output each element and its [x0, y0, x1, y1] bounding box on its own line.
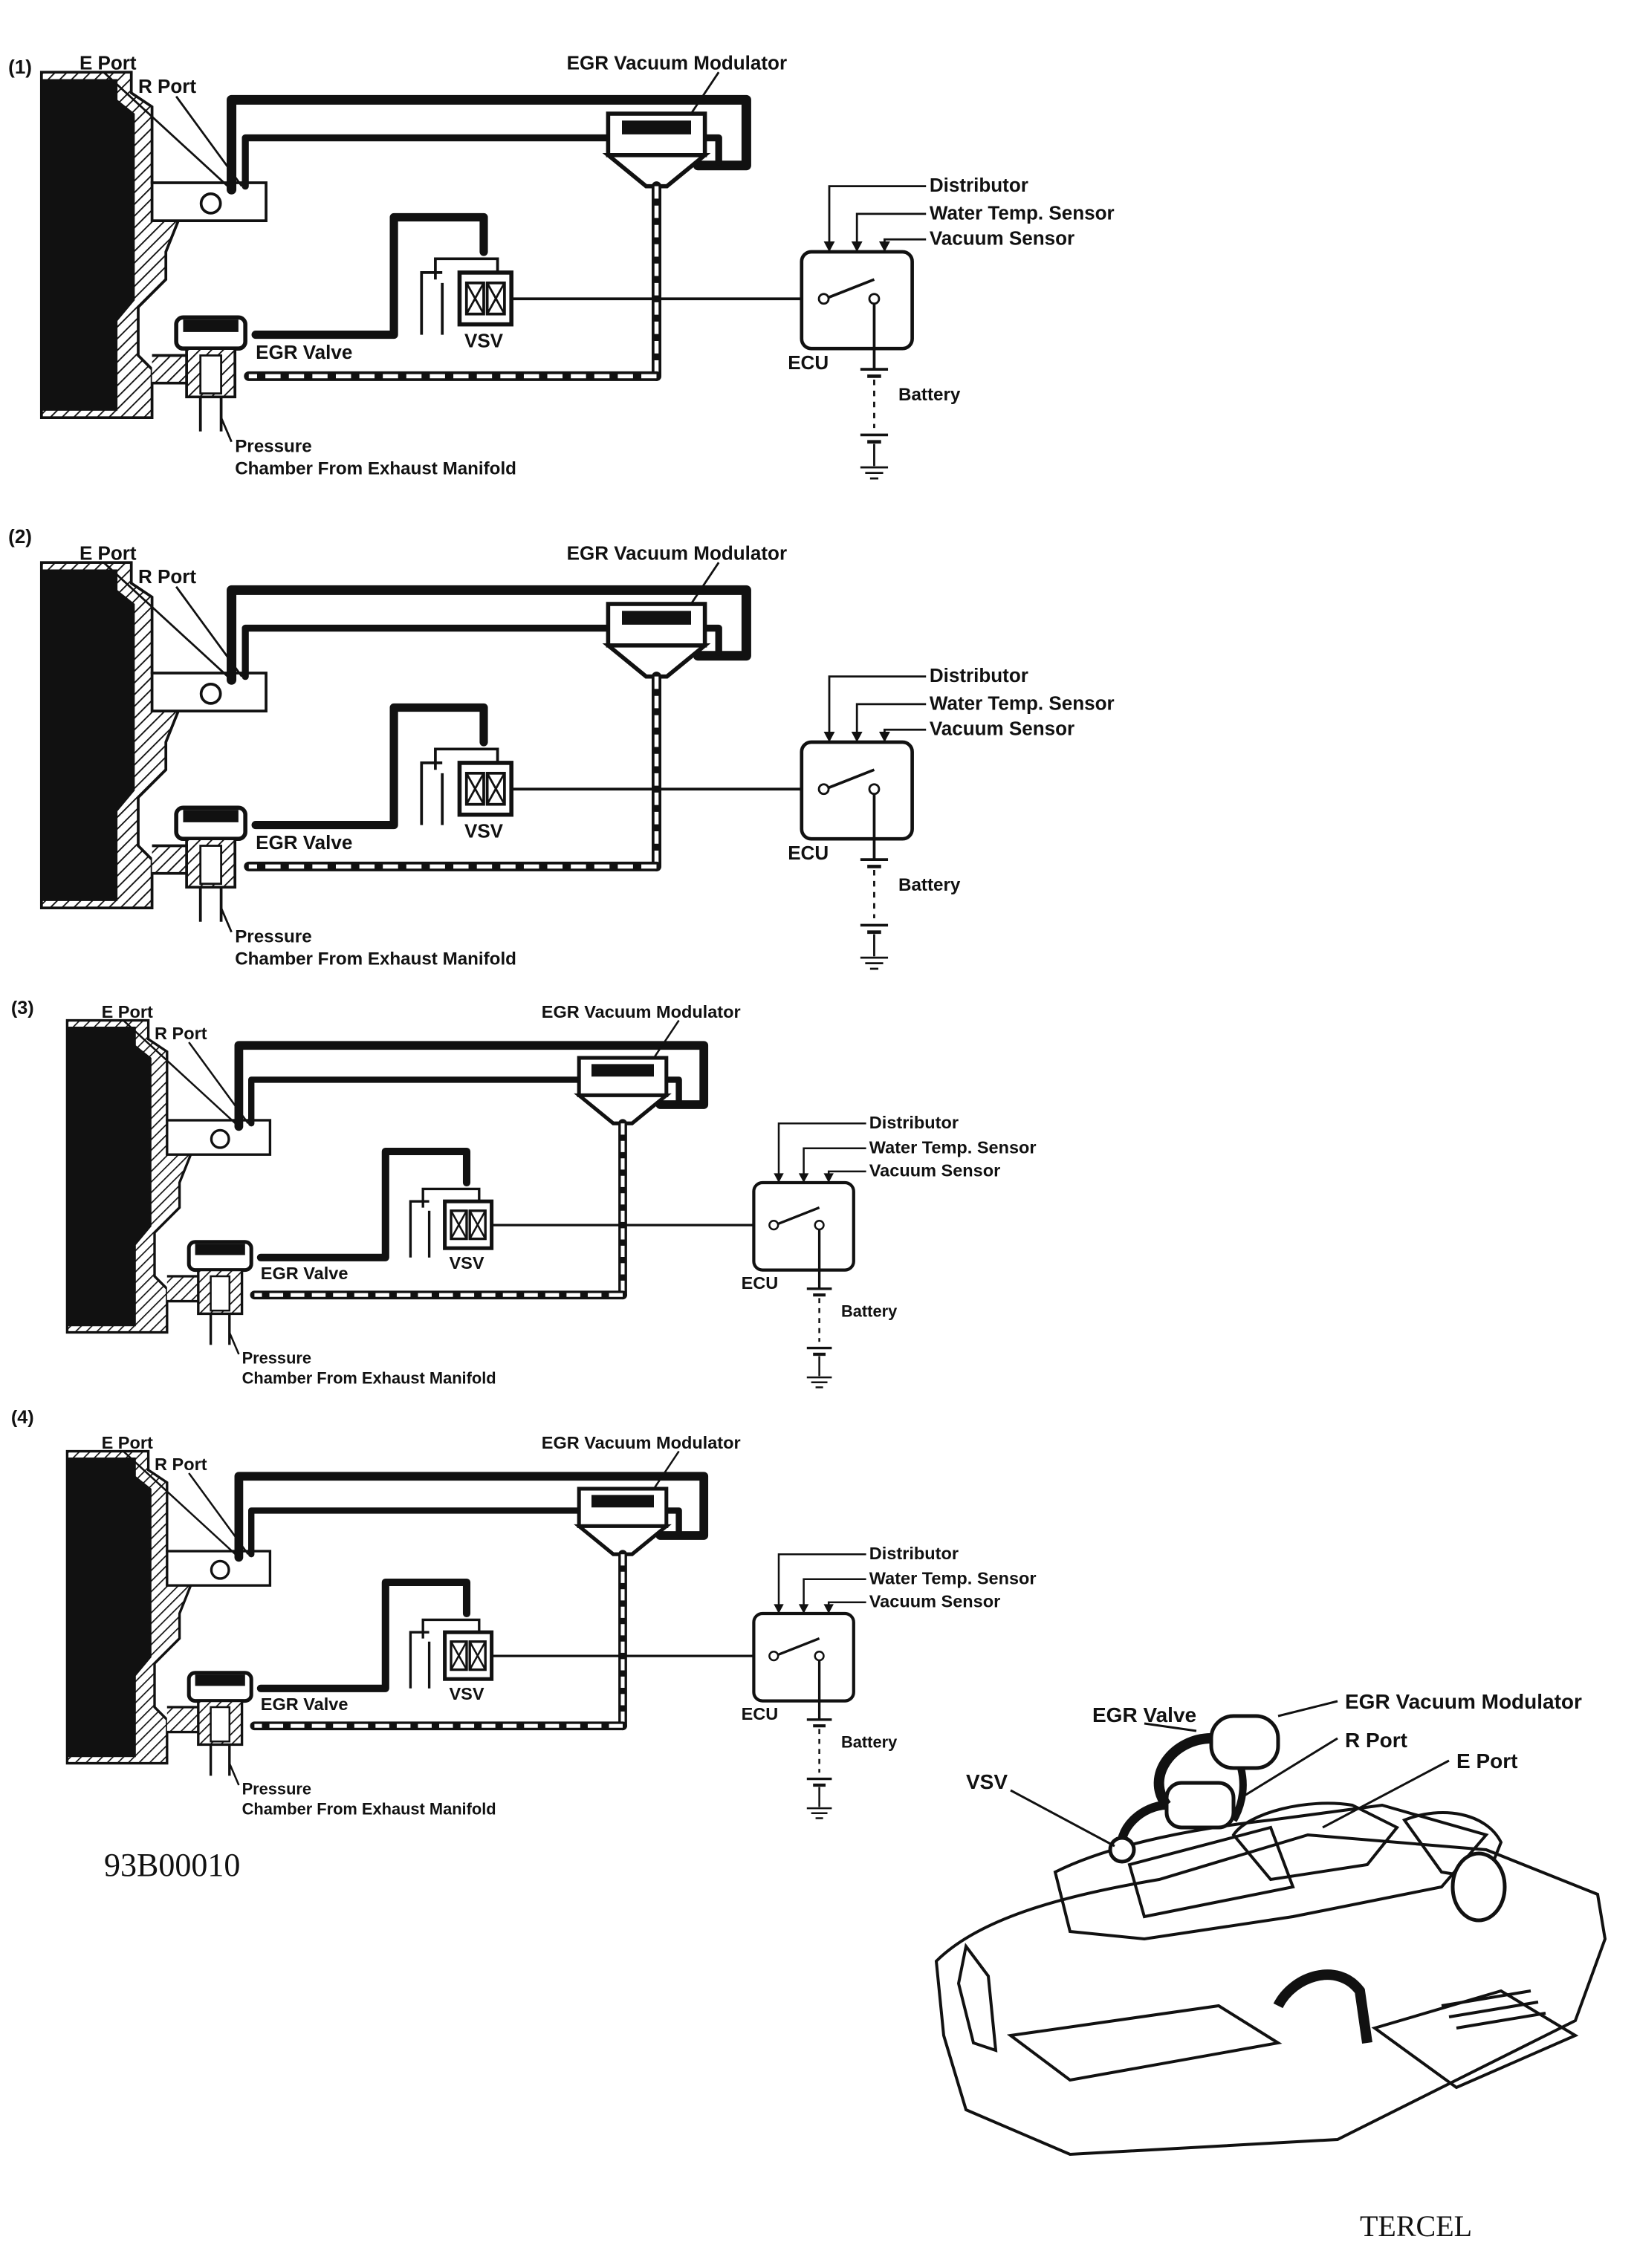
label-e-port: E Port [102, 1002, 153, 1021]
label-vacuum-sensor: Vacuum Sensor [930, 227, 1074, 250]
label-pressure-chamber: Chamber From Exhaust Manifold [242, 1368, 496, 1387]
label-battery: Battery [841, 1733, 898, 1752]
panel-2-schematic [42, 562, 926, 969]
engine-label-r-port: R Port [1345, 1729, 1407, 1752]
label-pressure-chamber: Chamber From Exhaust Manifold [235, 458, 516, 478]
panel-1: (1) E Port R Port EGR Vacuum Modulator E… [8, 51, 1115, 478]
label-egr-valve: EGR Valve [256, 341, 352, 363]
panel-4-schematic [67, 1452, 866, 1819]
panel-3-number: (3) [11, 998, 34, 1018]
label-r-port: R Port [138, 565, 196, 588]
engine-label-egr-valve: EGR Valve [1092, 1703, 1196, 1726]
label-r-port: R Port [155, 1024, 207, 1043]
label-vacuum-sensor: Vacuum Sensor [930, 718, 1074, 740]
label-distributor: Distributor [930, 174, 1028, 196]
engine-label-vsv: VSV [966, 1770, 1008, 1793]
engine-label-egr-modulator: EGR Vacuum Modulator [1345, 1690, 1582, 1713]
label-egr-modulator: EGR Vacuum Modulator [542, 1002, 741, 1021]
label-vacuum-sensor: Vacuum Sensor [869, 1592, 1000, 1611]
label-vsv: VSV [464, 329, 504, 351]
label-egr-modulator: EGR Vacuum Modulator [567, 51, 788, 74]
label-distributor: Distributor [930, 664, 1028, 686]
label-r-port: R Port [155, 1455, 207, 1474]
panel-2-number: (2) [8, 525, 32, 547]
label-vsv: VSV [449, 1253, 484, 1273]
label-battery: Battery [841, 1302, 898, 1321]
panel-1-schematic [42, 72, 926, 478]
panel-4-number: (4) [11, 1407, 34, 1428]
label-water-temp: Water Temp. Sensor [930, 201, 1115, 224]
panel-2: (2) E Port R Port EGR Vacuum Modulator E… [8, 525, 1115, 969]
label-e-port: E Port [80, 542, 137, 564]
label-pressure: Pressure [242, 1780, 311, 1799]
engine-caption: TERCEL [1360, 2209, 1472, 2243]
label-egr-valve: EGR Valve [261, 1264, 349, 1283]
engine-illustration: EGR Valve EGR Vacuum Modulator R Port E … [934, 1690, 1607, 2243]
label-vacuum-sensor: Vacuum Sensor [869, 1161, 1000, 1180]
panel-4: (4) E Port R Port EGR Vacuum Modulator E… [11, 1407, 1037, 1819]
label-pressure: Pressure [235, 437, 311, 457]
panel-3: (3) E Port R Port EGR Vacuum Modulator E… [11, 998, 1037, 1387]
panel-3-schematic [67, 1021, 866, 1388]
label-battery: Battery [898, 875, 961, 895]
label-ecu: ECU [742, 1704, 779, 1723]
label-water-temp: Water Temp. Sensor [930, 692, 1115, 714]
label-distributor: Distributor [869, 1544, 959, 1563]
label-pressure-chamber: Chamber From Exhaust Manifold [242, 1799, 496, 1818]
label-vsv: VSV [449, 1684, 484, 1703]
label-ecu: ECU [742, 1273, 779, 1293]
figure-id: 93B00010 [104, 1847, 240, 1883]
label-water-temp: Water Temp. Sensor [869, 1569, 1037, 1588]
label-pressure: Pressure [235, 927, 311, 947]
label-water-temp: Water Temp. Sensor [869, 1138, 1037, 1157]
label-vsv: VSV [464, 819, 504, 842]
label-r-port: R Port [138, 75, 196, 97]
label-pressure-chamber: Chamber From Exhaust Manifold [235, 949, 516, 969]
label-egr-valve: EGR Valve [261, 1694, 349, 1714]
label-e-port: E Port [80, 51, 137, 74]
label-distributor: Distributor [869, 1113, 959, 1132]
label-egr-modulator: EGR Vacuum Modulator [567, 542, 788, 564]
label-e-port: E Port [102, 1433, 153, 1452]
label-pressure: Pressure [242, 1349, 311, 1368]
panel-1-number: (1) [8, 56, 32, 78]
label-ecu: ECU [788, 842, 829, 864]
label-egr-valve: EGR Valve [256, 831, 352, 854]
label-egr-modulator: EGR Vacuum Modulator [542, 1433, 741, 1452]
engine-label-e-port: E Port [1456, 1749, 1517, 1773]
label-ecu: ECU [788, 351, 829, 374]
label-battery: Battery [898, 385, 961, 405]
